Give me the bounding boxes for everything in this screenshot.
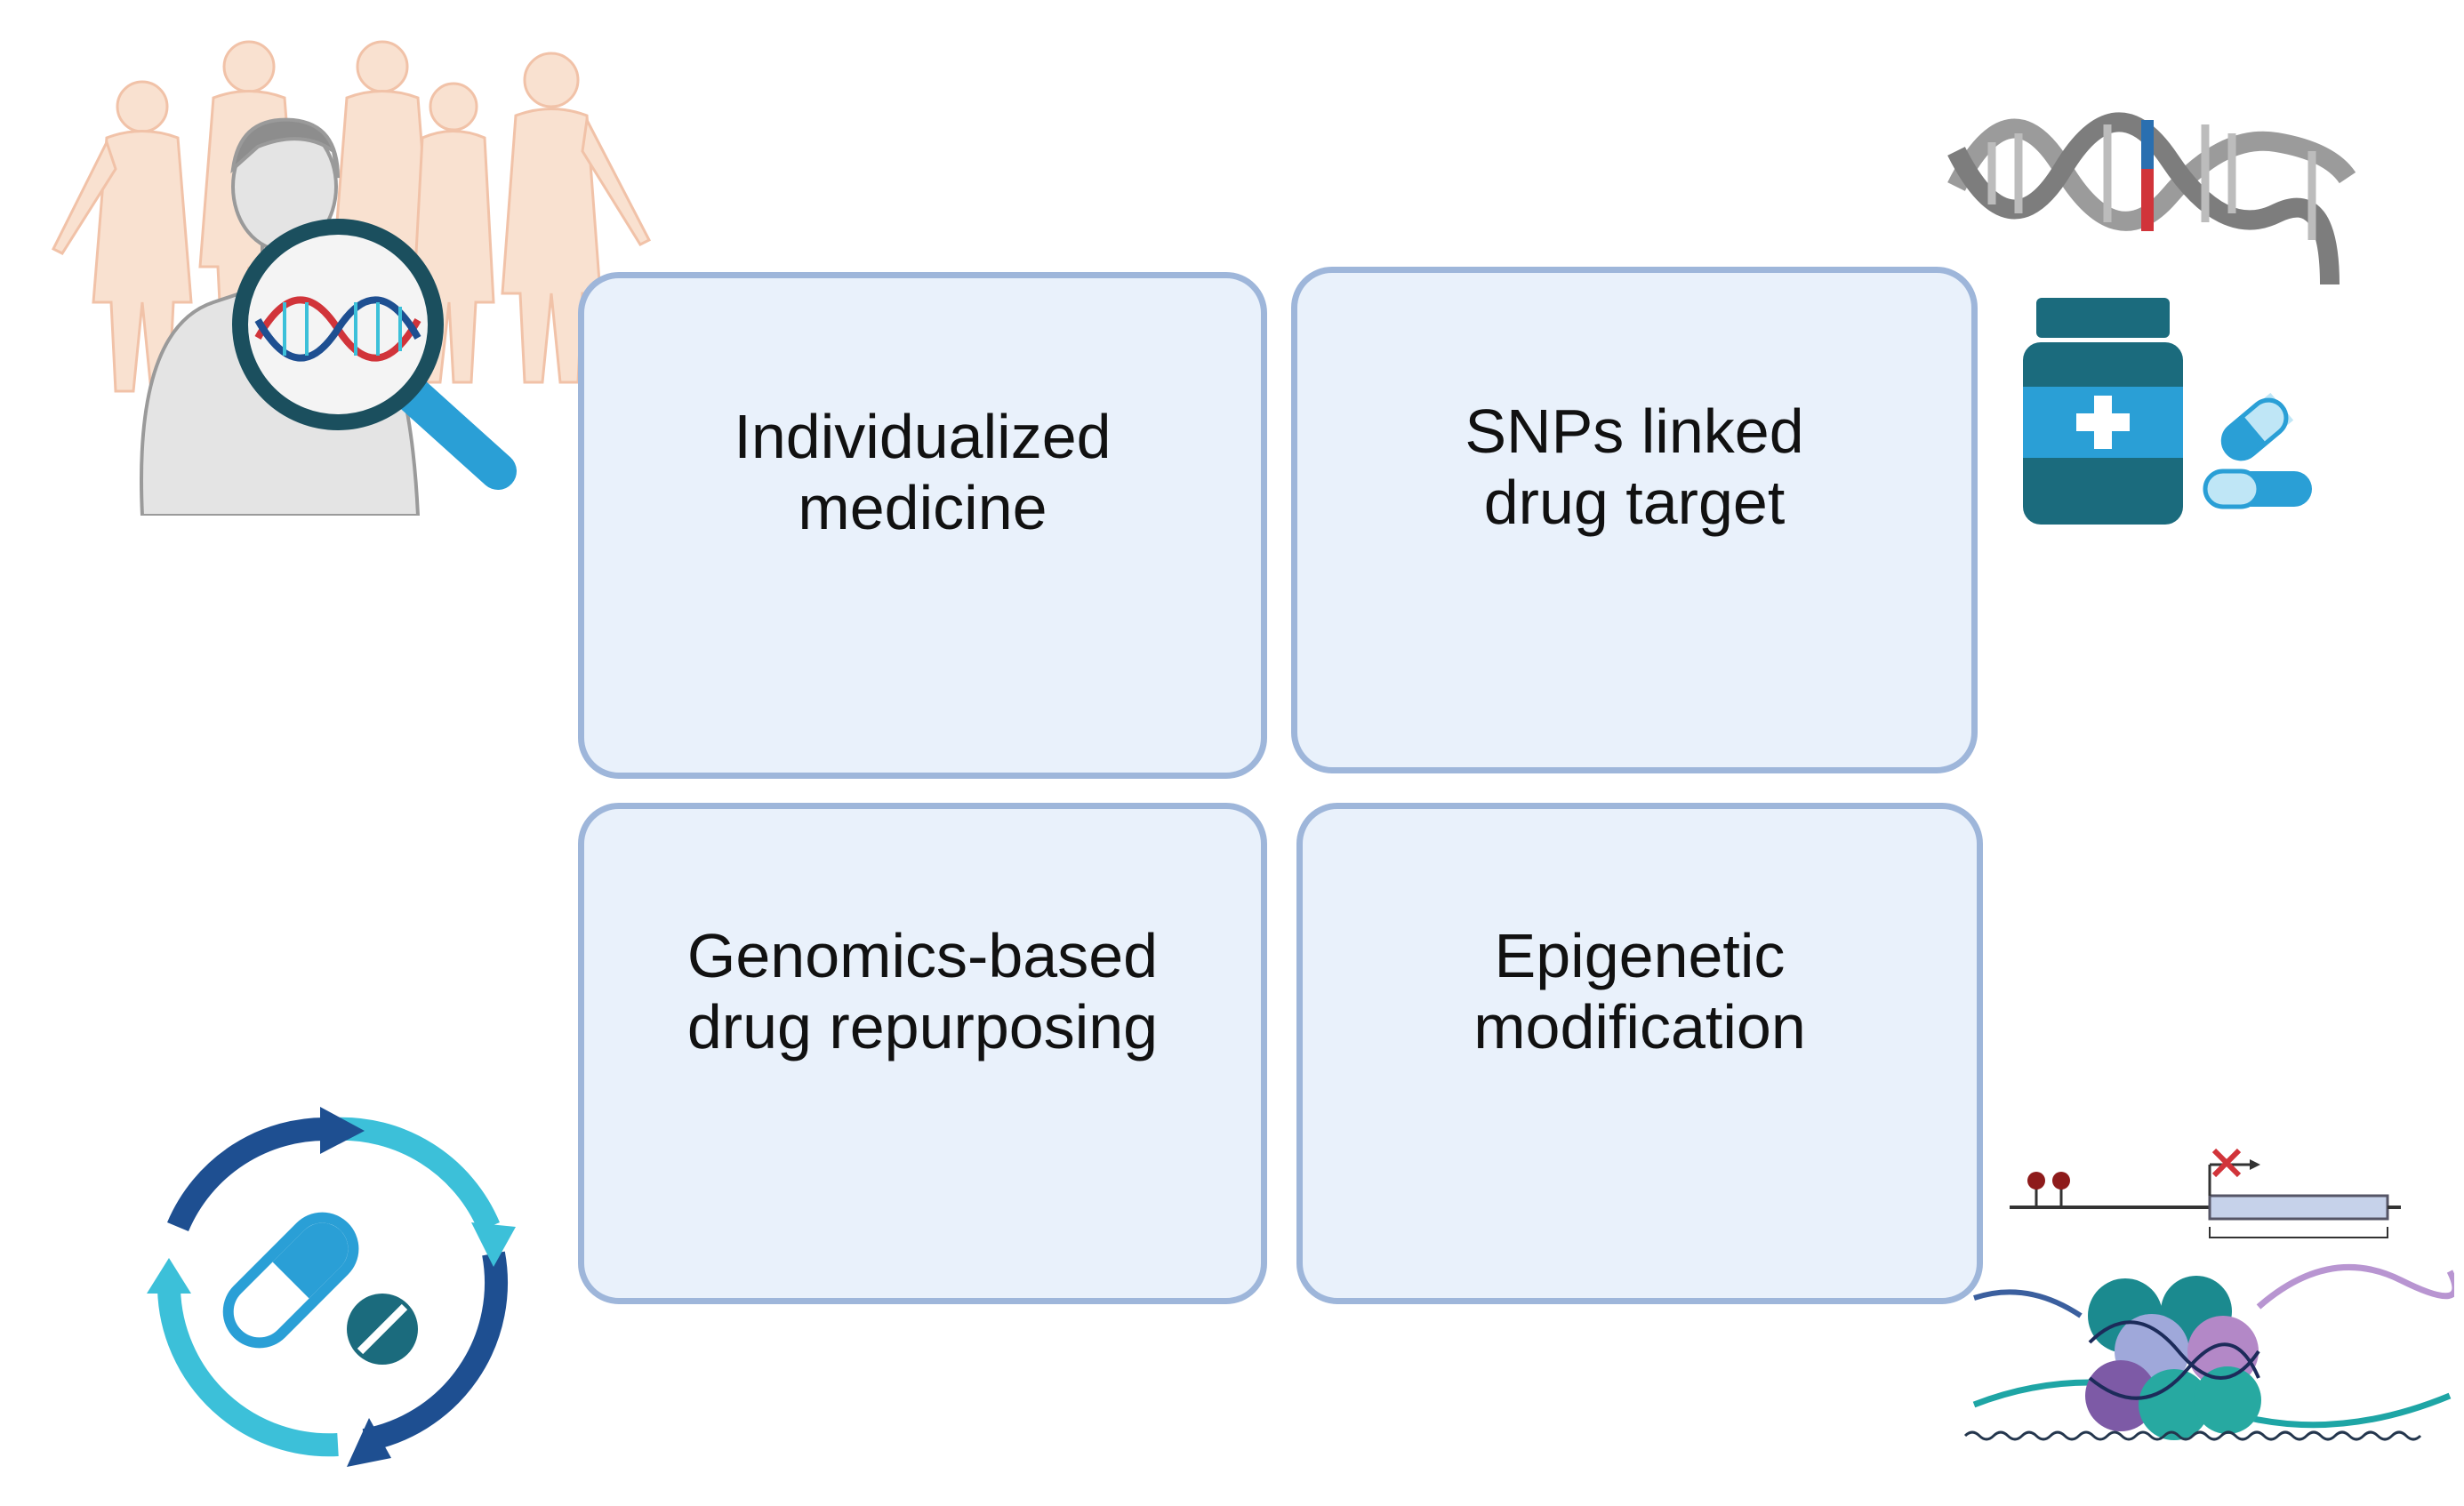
concept-label: Epigenetic modification (1473, 921, 1806, 1061)
figure-5 (501, 52, 652, 384)
magnifier (232, 219, 517, 490)
arrow-head-1 (320, 1107, 365, 1154)
concept-box-individualized-medicine: Individualized medicine (578, 272, 1267, 779)
people-genome-magnifier-icon (51, 40, 652, 516)
arrow-head-4 (147, 1258, 191, 1294)
drug-repurposing-cycle-icon (147, 1107, 516, 1467)
medicine-bottle-icon (2023, 298, 2183, 525)
dna-baseline (1963, 1430, 2422, 1441)
concept-label: Individualized medicine (734, 402, 1112, 542)
concept-label: Genomics-based drug repurposing (686, 921, 1159, 1061)
concept-box-snps-drug-target: SNPs linked drug target (1291, 267, 1978, 773)
dna-helix-icon (1947, 112, 2356, 285)
concept-box-epigenetic-modification: Epigenetic modification (1296, 803, 1983, 1304)
gene-track (2010, 1148, 2401, 1238)
tablet-icon (347, 1294, 418, 1365)
arrow-head-2 (471, 1222, 516, 1267)
figure-1 (51, 80, 193, 393)
epigenetic-nucleosome-icon (1963, 1148, 2454, 1441)
dna-medicine-bottle-icon (1947, 112, 2356, 525)
nucleosome (1972, 1263, 2454, 1440)
capsule-icon (222, 1212, 359, 1349)
concept-label: SNPs linked drug target (1465, 397, 1804, 537)
concept-box-drug-repurposing: Genomics-based drug repurposing (578, 803, 1267, 1304)
arrow-head-3 (347, 1418, 391, 1467)
capsule-icon (2203, 392, 2312, 509)
